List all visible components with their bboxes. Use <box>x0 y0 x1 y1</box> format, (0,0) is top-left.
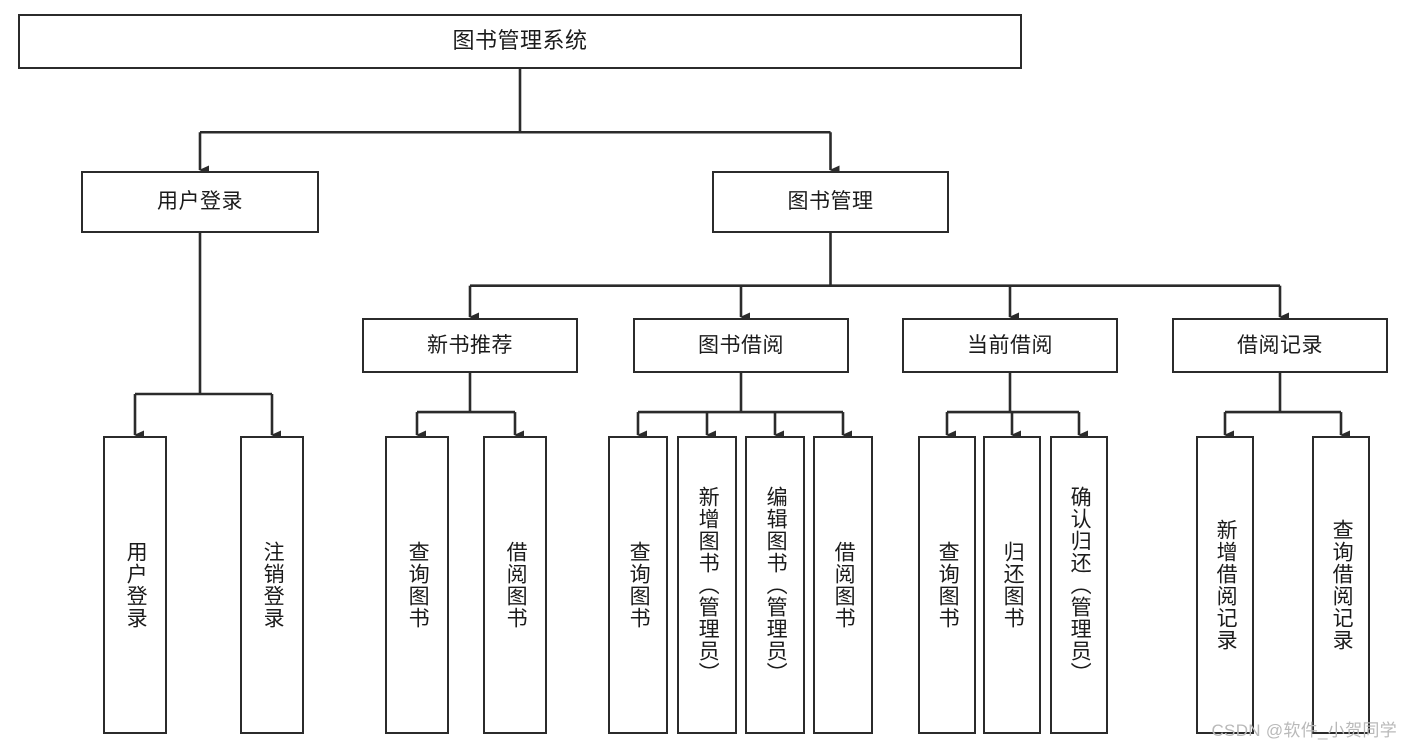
node-root[interactable]: 图书管理系统 <box>18 14 1022 69</box>
node-label: 查询图书 <box>936 541 960 629</box>
node-label: 注销登录 <box>261 541 285 629</box>
node-leaf-record-query[interactable]: 查询借阅记录 <box>1312 436 1370 734</box>
node-label: 借阅图书 <box>504 541 528 629</box>
node-book-management[interactable]: 图书管理 <box>712 171 949 233</box>
node-label: 新书推荐 <box>427 333 513 357</box>
node-label: 新增借阅记录 <box>1214 519 1238 651</box>
node-label: 用户登录 <box>124 541 148 629</box>
node-leaf-record-add[interactable]: 新增借阅记录 <box>1196 436 1254 734</box>
node-current-borrow[interactable]: 当前借阅 <box>902 318 1118 373</box>
node-leaf-user-login[interactable]: 用户登录 <box>103 436 167 734</box>
node-label: 借阅记录 <box>1237 333 1323 357</box>
node-leaf-user-logout[interactable]: 注销登录 <box>240 436 304 734</box>
node-user-login[interactable]: 用户登录 <box>81 171 319 233</box>
node-leaf-borrow-edit[interactable]: 编辑图书（管理员） <box>745 436 805 734</box>
node-leaf-borrow-borrow[interactable]: 借阅图书 <box>813 436 873 734</box>
node-label: 借阅图书 <box>832 541 856 629</box>
node-label: 查询图书 <box>406 541 430 629</box>
node-label: 编辑图书（管理员） <box>764 486 788 684</box>
node-leaf-current-confirm[interactable]: 确认归还（管理员） <box>1050 436 1108 734</box>
node-label: 图书借阅 <box>698 333 784 357</box>
node-leaf-recommend-borrow[interactable]: 借阅图书 <box>483 436 547 734</box>
node-label: 图书管理系统 <box>452 28 588 54</box>
node-book-borrow[interactable]: 图书借阅 <box>633 318 849 373</box>
node-label: 图书管理 <box>787 190 874 214</box>
node-leaf-recommend-query[interactable]: 查询图书 <box>385 436 449 734</box>
node-label: 用户登录 <box>157 190 243 214</box>
node-label: 新增图书（管理员） <box>696 486 720 684</box>
node-leaf-current-query[interactable]: 查询图书 <box>918 436 976 734</box>
node-label: 归还图书 <box>1001 541 1025 629</box>
node-leaf-borrow-query[interactable]: 查询图书 <box>608 436 668 734</box>
node-label: 当前借阅 <box>967 333 1053 357</box>
node-label: 查询图书 <box>627 541 651 629</box>
node-new-book-recommend[interactable]: 新书推荐 <box>362 318 578 373</box>
node-leaf-current-return[interactable]: 归还图书 <box>983 436 1041 734</box>
node-label: 查询借阅记录 <box>1330 519 1354 651</box>
node-label: 确认归还（管理员） <box>1068 486 1092 684</box>
node-leaf-borrow-add[interactable]: 新增图书（管理员） <box>677 436 737 734</box>
node-borrow-record[interactable]: 借阅记录 <box>1172 318 1388 373</box>
